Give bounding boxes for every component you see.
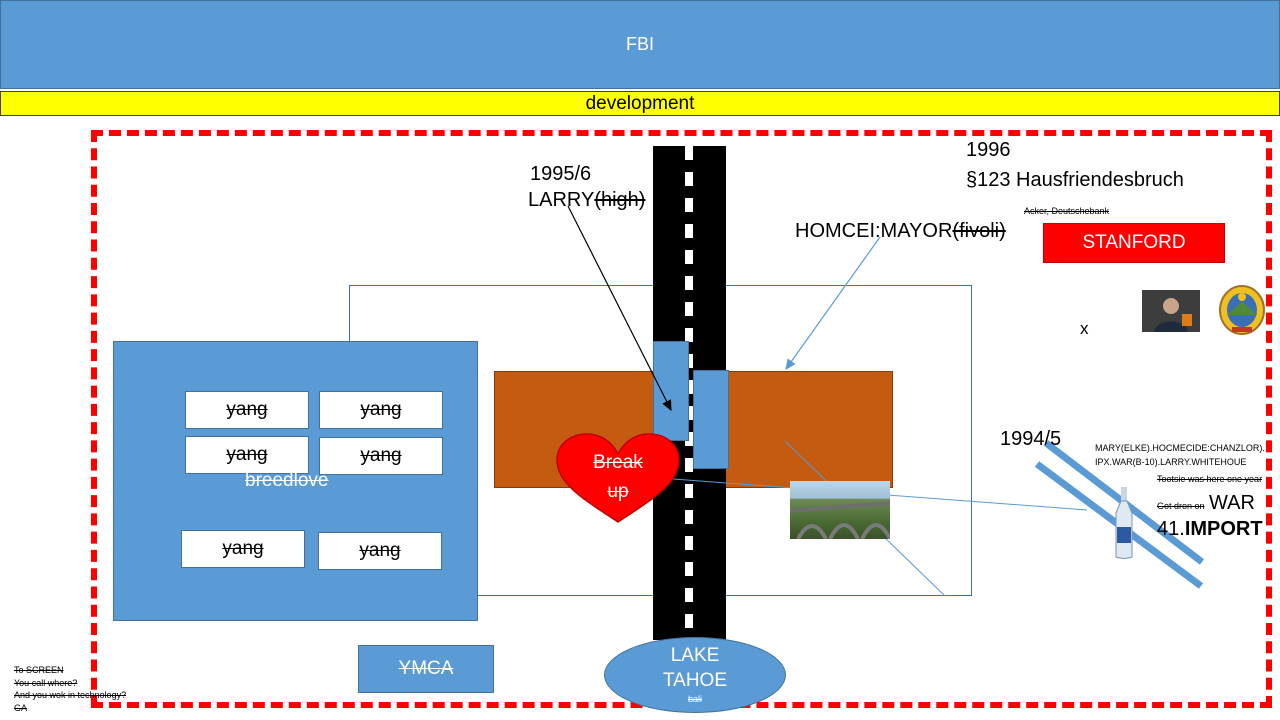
paragraph-label: §123 Hausfriendesbruch — [966, 169, 1184, 191]
road-centerline — [685, 146, 693, 640]
blue-box — [113, 341, 478, 621]
year-1994-label: 1994/5 — [1000, 428, 1062, 450]
lake-tahoe-ellipse: LAKE TAHOE bali — [604, 637, 786, 713]
homcei-arrow — [785, 236, 881, 370]
note-line-4: GA — [14, 702, 28, 713]
homcei-struck-text: (fivoli) — [952, 220, 1006, 242]
war-line: Got dron on WAR — [1157, 492, 1255, 515]
acker-label: Acker, Deutschebank — [1024, 206, 1110, 216]
heart-line2: up — [607, 481, 629, 502]
yang-box-6: yang — [318, 532, 442, 570]
larry-label: LARRY(high) — [528, 189, 645, 212]
import-word: IMPORT — [1184, 518, 1263, 540]
notes-block: To SCREEN You call where? And you wok in… — [14, 664, 126, 714]
x-mark: x — [1080, 319, 1089, 338]
larry-text: LARRY — [528, 189, 595, 211]
small-blue-block-left — [653, 341, 689, 441]
header-title: FBI — [625, 34, 654, 54]
tootsie-label: Tootsie was here one year — [1157, 474, 1263, 484]
note-line-3: And you wok in technology? — [14, 690, 127, 700]
mary-line-2: IPX.WAR(B-10).LARRY.WHITEHOUE — [1095, 457, 1247, 467]
war-text: WAR — [1208, 492, 1255, 514]
bottle-image — [1112, 487, 1136, 560]
import-number: 41. — [1157, 518, 1185, 540]
heart-shape — [556, 433, 680, 523]
yang-box-1: yang — [185, 391, 309, 429]
bridge-photo — [790, 481, 890, 539]
emblem-icon — [1218, 283, 1266, 335]
larry-struck-text: (high) — [594, 189, 646, 211]
portrait-photo — [1142, 290, 1200, 332]
heart-line1: Break — [593, 452, 643, 473]
homcei-label: HOMCEI:MAYOR(fivoli) — [795, 220, 1006, 243]
ymca-box: YMCA — [358, 645, 494, 693]
yang-box-4: yang — [319, 437, 443, 475]
development-banner: development — [0, 91, 1280, 116]
note-line-1: To SCREEN — [14, 665, 64, 675]
yang-box-2: yang — [319, 391, 443, 429]
portrait-image — [1142, 290, 1200, 332]
breedlove-label: breedlove — [245, 470, 329, 491]
heart-label: Break up — [578, 448, 658, 506]
lake-sub: bali — [687, 693, 702, 704]
stanford-box: STANFORD — [1043, 223, 1225, 263]
lake-line1: LAKE — [670, 645, 720, 667]
lake-line2: TAHOE — [662, 670, 728, 692]
import-line: 41.IMPORT — [1157, 518, 1263, 541]
mary-line-1: MARY(ELKE).HOCMECIDE:CHANZLOR). — [1095, 443, 1265, 453]
header-bar: FBI — [0, 0, 1280, 89]
year-1995-label: 1995/6 — [530, 163, 592, 185]
banner-text: development — [585, 92, 695, 114]
larry-arrow — [567, 205, 672, 412]
small-blue-block-right — [693, 370, 729, 469]
yang-box-3: yang — [185, 436, 309, 474]
note-line-2: You call where? — [14, 677, 78, 688]
homcei-text: HOMCEI:MAYOR — [795, 220, 953, 242]
year-1996-label: 1996 — [966, 139, 1011, 161]
got-dron-text: Got dron on — [1157, 501, 1205, 511]
yang-box-5: yang — [181, 530, 305, 568]
